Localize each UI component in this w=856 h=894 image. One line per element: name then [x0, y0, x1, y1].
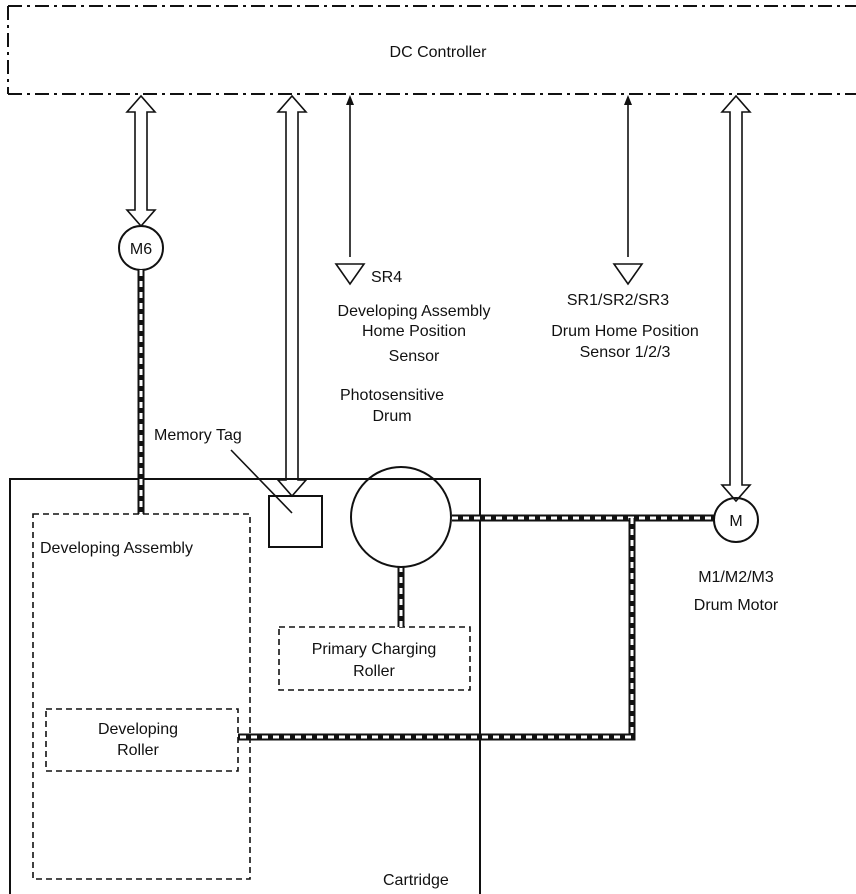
cartridge-label: Cartridge [383, 872, 449, 889]
memory-tag-label: Memory Tag [154, 427, 242, 444]
motor-m6-label: M6 [130, 241, 152, 258]
drum-label-line-1: Photosensitive [340, 387, 444, 404]
primary-charging-roller-label-line-1: Primary Charging [312, 641, 436, 658]
sr4-name-line-3: Sensor [389, 348, 440, 365]
sr4-name-line-2: Home Position [362, 323, 466, 340]
sr123-name-line-2: Sensor 1/2/3 [580, 344, 671, 361]
primary-charging-roller-label-line-2: Roller [353, 663, 395, 680]
drum-label-line-2: Drum [372, 408, 411, 425]
primary-charging-roller-block [278, 626, 471, 691]
drum-motor-id-label: M1/M2/M3 [698, 569, 774, 586]
developing-roller-label-line-1: Developing [98, 721, 178, 738]
memory-tag-block [268, 495, 323, 548]
drum-motor-name-label: Drum Motor [694, 597, 779, 614]
developing-assembly-label: Developing Assembly [40, 540, 193, 557]
developing-roller-label-line-2: Roller [117, 742, 159, 759]
sr4-id-label: SR4 [371, 269, 402, 286]
dc-controller-block: DC Controller [7, 5, 856, 95]
memory-tag-signal-double-arrow [276, 94, 308, 498]
sr123-sensor-symbol [612, 263, 644, 286]
m6-signal-double-arrow [125, 94, 157, 228]
sr123-id-label: SR1/SR2/SR3 [567, 292, 669, 309]
drum-motor-symbol: M [729, 513, 742, 530]
developing-roller-block [45, 708, 239, 772]
cartridge-outline [9, 478, 481, 894]
sr4-sensor-symbol [334, 263, 366, 286]
memory-tag-leader-line [230, 449, 293, 514]
dc-controller-label: DC Controller [390, 44, 488, 61]
drum-motor-signal-double-arrow [720, 94, 752, 503]
drum-motor [713, 497, 759, 543]
photosensitive-drum [350, 466, 452, 568]
sr123-name-line-1: Drum Home Position [551, 323, 699, 340]
developing-assembly-block [32, 513, 251, 880]
sr4-name-line-1: Developing Assembly [338, 303, 491, 320]
drive-linkages [137, 270, 714, 741]
